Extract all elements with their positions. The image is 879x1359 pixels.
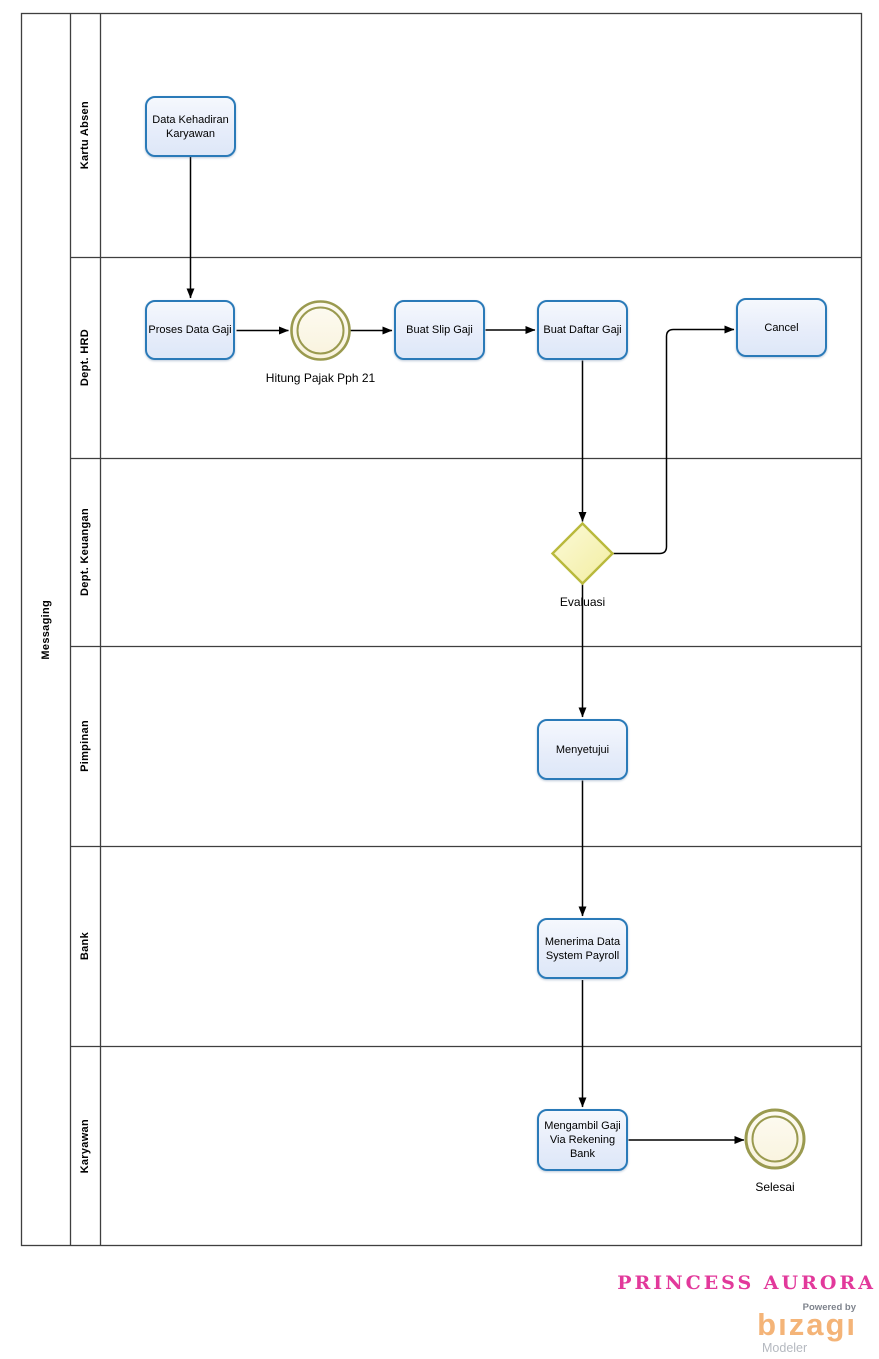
lane-bank[interactable]: Bank: [70, 846, 100, 1047]
gateway-evaluasi[interactable]: [550, 521, 615, 586]
task-label: Data Kehadiran Karyawan: [152, 113, 229, 140]
pool-messaging[interactable]: Messaging: [21, 13, 70, 1246]
lane-label: Bank: [79, 932, 91, 961]
lane-pimpinan[interactable]: Pimpinan: [70, 646, 100, 846]
event-inner-ring: [751, 1115, 799, 1163]
lane-label: Kartu Absen: [79, 100, 91, 170]
princess-aurora-watermark: PRINCESS AURORA: [617, 1272, 876, 1294]
event-label-hitung-pajak: Hitung Pajak Pph 21: [265, 371, 376, 385]
task-label: Menyetujui: [555, 743, 610, 756]
lane-karyawan[interactable]: Karyawan: [70, 1047, 100, 1246]
task-label: Cancel: [764, 321, 799, 334]
task-label: Proses Data Gaji: [148, 324, 232, 336]
task-cancel[interactable]: Cancel: [736, 298, 827, 357]
task-label: Buat Slip Gaji: [406, 324, 473, 336]
task-menyetujui[interactable]: Menyetujui: [537, 719, 628, 780]
task-buat-slip-gaji[interactable]: Buat Slip Gaji: [394, 300, 485, 360]
end-event-selesai[interactable]: [744, 1108, 806, 1170]
task-mengambil-gaji-via-rekening-bank[interactable]: Mengambil Gaji Via Rekening Bank: [537, 1109, 628, 1171]
task-label: Mengambil Gaji Via Rekening Bank: [544, 1120, 621, 1160]
lane-label: Dept. HRD: [79, 328, 91, 387]
pool-border: [20, 12, 863, 1247]
task-menerima-data-system-payroll[interactable]: Menerima Data System Payroll: [537, 918, 628, 979]
event-inner-ring: [296, 306, 345, 355]
task-buat-daftar-gaji[interactable]: Buat Daftar Gaji: [537, 300, 628, 360]
task-data-kehadiran-karyawan[interactable]: Data Kehadiran Karyawan: [145, 96, 236, 157]
task-label: Buat Daftar Gaji: [543, 324, 622, 336]
lane-label: Dept. Keuangan: [79, 508, 91, 596]
pool-label: Messaging: [39, 599, 52, 660]
intermediate-event-hitung-pajak[interactable]: [290, 300, 351, 361]
lane-label: Pimpinan: [79, 720, 91, 772]
event-outer-ring: [744, 1108, 806, 1170]
task-label: Menerima Data System Payroll: [544, 935, 621, 962]
pool-frame: [20, 12, 863, 1247]
flow-evaluasi-to-cancel[interactable]: [613, 325, 735, 555]
powered-by-text: Powered by: [802, 1302, 856, 1313]
bizagi-logo: bızagı: [757, 1307, 857, 1342]
lane-dept-hrd[interactable]: Dept. HRD: [70, 257, 100, 458]
lane-dept-keuangan[interactable]: Dept. Keuangan: [70, 458, 100, 646]
event-outer-ring: [290, 300, 351, 361]
task-proses-data-gaji[interactable]: Proses Data Gaji: [145, 300, 235, 360]
bizagi-modeler-text: Modeler: [762, 1341, 808, 1355]
gateway-label-evaluasi: Evaluasi: [559, 595, 606, 609]
event-label-selesai: Selesai: [755, 1180, 795, 1194]
lane-label: Karyawan: [79, 1119, 91, 1174]
lane-kartu-absen[interactable]: Kartu Absen: [70, 13, 100, 257]
